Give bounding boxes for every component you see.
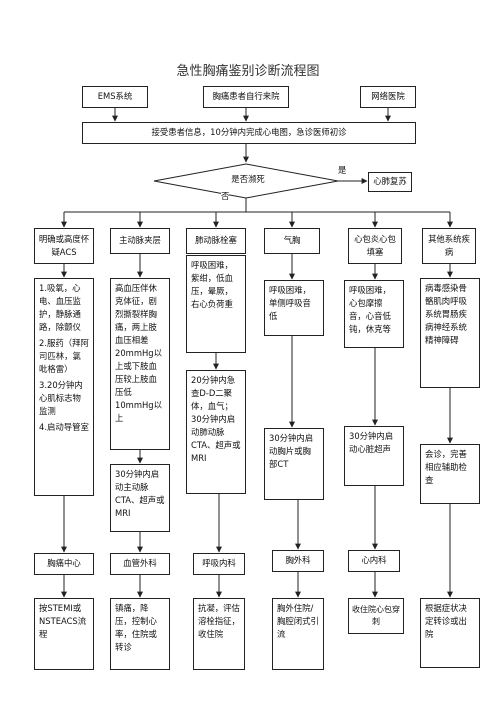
followup-pericarditis: 30分钟内启动心脏超声 [344, 426, 404, 486]
department-acs: 胸痛中心 [34, 553, 94, 575]
column-header-aortic-dissection: 主动脉夹层 [110, 228, 170, 254]
decision-no-label: 否 [221, 191, 230, 201]
followup-pulmonary-embolism: 20分钟内急查D-D二聚体，血气；30分钟内启动肺动脉CTA、超声或MRI [186, 370, 246, 494]
department-pericarditis: 心内科 [348, 550, 400, 572]
source-ems: EMS系统 [82, 86, 148, 108]
department-pulmonary-embolism: 呼吸内科 [193, 553, 245, 575]
findings-line: 3.20分钟内心肌标志物监测 [39, 380, 83, 417]
decision-question: 是否濒死 [231, 174, 265, 184]
findings-line: 2.服药（拜阿司匹林，氯吡格雷） [39, 338, 89, 375]
page-title: 急性胸痛鉴别诊断流程图 [176, 64, 320, 79]
department-aortic-dissection: 血管外科 [110, 553, 170, 575]
findings-line: 1.吸氧，心电、血压监护，静脉通路，除颤仪 [39, 283, 81, 333]
department-pneumothorax: 胸外科 [272, 550, 324, 572]
column-header-pericarditis: 心包炎心包填塞 [348, 228, 402, 264]
followup-other-systems: 会诊，完善相应辅助检查 [420, 444, 480, 504]
followup-pneumothorax: 30分钟内启动胸片或胸部CT [264, 428, 324, 500]
source-network-hospital: 网络医院 [360, 86, 416, 108]
source-self-arrival: 胸痛患者自行来院 [203, 86, 289, 108]
column-findings-other-systems: 病毒感染骨骼肌肉呼吸系统胃肠疾病神经系统精神障碍 [420, 278, 480, 388]
column-header-acs: 明确或高度怀疑ACS [34, 228, 94, 264]
column-header-pulmonary-embolism: 肺动脉栓塞 [186, 228, 246, 254]
outcome-acs: 按STEMI或NSTEACS流程 [34, 598, 94, 670]
column-findings-pericarditis: 呼吸困难，心包摩擦音，心音低钝，休克等 [344, 280, 404, 348]
intake-box: 接受患者信息，10分钟内完成心电图，急诊医师初诊 [82, 122, 416, 144]
column-header-other-systems: 其他系统疾病 [422, 228, 476, 264]
column-findings-acs: 1.吸氧，心电、血压监护，静脉通路，除颤仪 2.服药（拜阿司匹林，氯吡格雷） 3… [34, 278, 94, 496]
outcome-pericarditis: 收住院心包穿刺 [348, 598, 404, 634]
outcome-other-systems: 根据症状决定转诊或出院 [420, 598, 480, 668]
followup-aortic-dissection: 30分钟内启动主动脉CTA、超声或MRI [110, 464, 170, 532]
column-header-pneumothorax: 气胸 [264, 228, 320, 254]
outcome-aortic-dissection: 镇痛，降压，控制心率，住院或转诊 [110, 598, 170, 670]
column-findings-pneumothorax: 呼吸困难，单侧呼吸音低 [264, 280, 324, 336]
findings-line: 4.启动导管室 [39, 422, 89, 433]
outcome-pulmonary-embolism: 抗凝，评估溶栓指征，收住院 [193, 598, 245, 670]
column-findings-pulmonary-embolism: 呼吸困难，紫绀，低血压，晕厥，右心负荷重 [186, 255, 246, 353]
decision-yes-label: 是 [338, 165, 347, 175]
column-findings-aortic-dissection: 高血压伴休克体征，剧烈撕裂样胸痛，两上肢血压相差20mmHg以上或下肢血压较上肢… [110, 278, 170, 450]
outcome-pneumothorax: 胸外住院/胸腔闭式引流 [272, 598, 324, 670]
cpr-box: 心肺复苏 [368, 172, 412, 192]
